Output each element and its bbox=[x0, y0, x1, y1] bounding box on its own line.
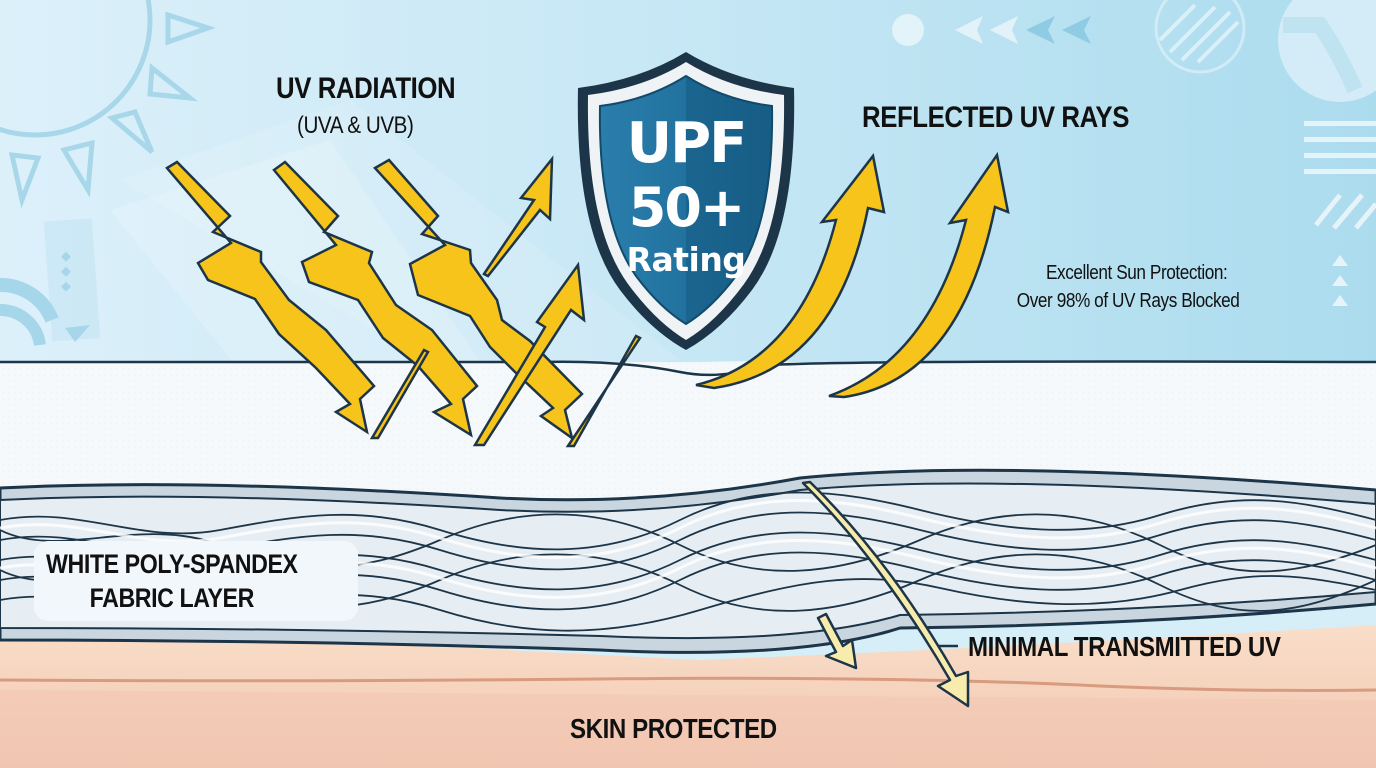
skin-protected-label: SKIN PROTECTED bbox=[570, 713, 777, 744]
uv-radiation-label: UV RADIATION bbox=[276, 72, 456, 105]
reflected-uv-rays bbox=[695, 151, 1010, 399]
chevron-arrows-icon bbox=[955, 16, 1091, 44]
transmitted-uv-label: MINIMAL TRANSMITTED UV bbox=[968, 631, 1281, 662]
sun-icon bbox=[0, 0, 216, 209]
fabric-label: WHITE POLY-SPANDEX FABRIC LAYER bbox=[46, 547, 298, 615]
uv-types-label: (UVA & UVB) bbox=[297, 112, 414, 139]
transmitted-uv-rays bbox=[801, 480, 970, 708]
protection-line-2: Over 98% of UV Rays Blocked bbox=[1016, 290, 1240, 312]
reflected-uv-label: REFLECTED UV RAYS bbox=[862, 101, 1129, 134]
badge-rating-value: 50+ bbox=[628, 176, 745, 239]
protection-summary: Excellent Sun Protection: Over 98% of UV… bbox=[1017, 259, 1240, 315]
upf-shield-badge bbox=[577, 52, 795, 350]
fabric-label-line-2: FABRIC LAYER bbox=[89, 583, 255, 613]
fabric-label-box bbox=[34, 541, 358, 621]
protection-line-1: Excellent Sun Protection: bbox=[1045, 262, 1228, 284]
fabric-label-line-1: WHITE POLY-SPANDEX bbox=[46, 549, 298, 579]
badge-upf-text: UPF bbox=[626, 111, 748, 176]
badge-rating-label: Rating bbox=[626, 240, 746, 279]
reflected-uv-rays-near bbox=[369, 155, 642, 448]
